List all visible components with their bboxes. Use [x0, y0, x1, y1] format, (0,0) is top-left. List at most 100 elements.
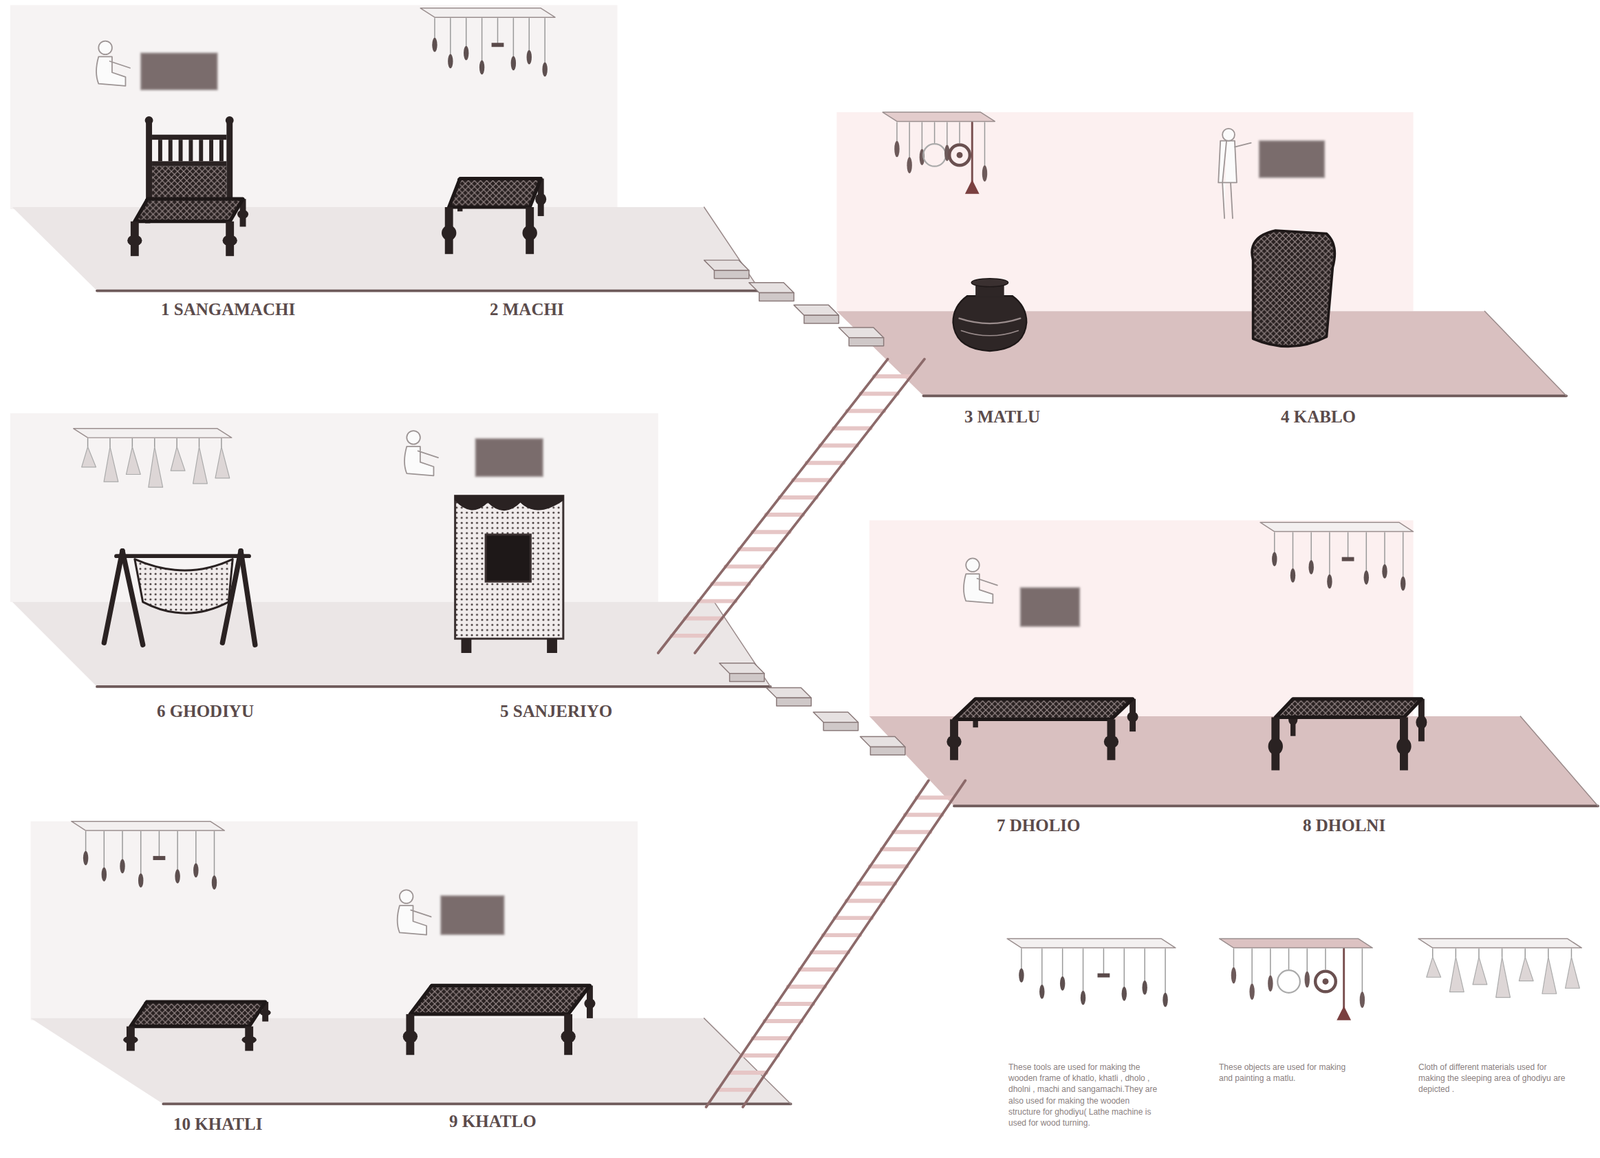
item-label: 9 KHATLO: [449, 1111, 537, 1131]
tool: [431, 37, 437, 53]
hanger: [1020, 948, 1022, 972]
tool: [479, 59, 485, 75]
hanger: [528, 18, 530, 53]
hanger: [1324, 948, 1326, 970]
hanger: [195, 830, 197, 866]
hammer-head: [491, 42, 505, 47]
room: [836, 112, 1567, 396]
cabinet-foot: [546, 638, 558, 653]
leg-bulge: [1415, 715, 1427, 730]
woven-bed: [130, 1001, 266, 1027]
item-label: 2 MACHI: [489, 299, 565, 320]
room-floor: [12, 601, 771, 687]
legend-item: These objects are used for making and pa…: [1218, 1061, 1354, 1084]
stair-tread: [719, 663, 765, 674]
ladder-rung: [846, 898, 884, 903]
video-screen: [1259, 141, 1325, 178]
stairs: [704, 260, 884, 347]
ladder-rung: [766, 512, 803, 517]
hanger: [1478, 948, 1479, 957]
tool: [1308, 559, 1314, 575]
tool: [1326, 574, 1332, 589]
ladder-rung: [671, 633, 708, 638]
tool: [211, 874, 217, 890]
rack-top: [1007, 938, 1176, 948]
tool: [1231, 967, 1237, 984]
hanger: [544, 18, 545, 66]
room-wall: [869, 520, 1414, 717]
cloth-piece: [103, 446, 119, 482]
rack-top: [1418, 938, 1582, 948]
hanger: [1455, 948, 1457, 957]
brush-head: [965, 179, 980, 194]
stair-tread: [793, 304, 839, 316]
brush-head: [1336, 1005, 1351, 1021]
floor-edge: [923, 394, 1567, 397]
ladder-rung: [819, 443, 857, 448]
tool: [1080, 990, 1086, 1005]
cradle-cloth: [134, 559, 233, 614]
stair-riser: [729, 673, 765, 682]
stair-tread: [749, 282, 794, 294]
hanger: [121, 830, 123, 862]
tool: [193, 862, 199, 878]
floor-side: [1484, 310, 1567, 396]
artisan-body: [1218, 141, 1251, 219]
sanjeriyo-cabinet: [455, 495, 564, 653]
legend-text: These tools are used for making the wood…: [1008, 1061, 1164, 1129]
rack-top: [1260, 522, 1414, 532]
ladder-rung: [860, 391, 897, 396]
room-floor: [836, 310, 1567, 396]
hanger: [921, 122, 923, 153]
leg-bulge: [1396, 737, 1411, 755]
cot: [403, 985, 596, 1055]
ladder-rung: [739, 546, 776, 551]
ladder-rung: [811, 949, 849, 955]
item-label: 6 GHODIYU: [156, 701, 254, 721]
leg-bulge: [403, 1029, 418, 1043]
hammer-head: [1342, 557, 1355, 562]
hanger: [109, 438, 111, 448]
stair-riser: [848, 337, 884, 347]
ladder-rung: [835, 915, 872, 920]
cloth-piece: [1542, 956, 1557, 994]
hanger: [176, 830, 178, 872]
stair-riser: [870, 746, 905, 755]
pot-band: [958, 318, 1021, 324]
ladder-rung: [793, 478, 830, 483]
spindle: [178, 139, 183, 161]
tool: [1060, 976, 1065, 991]
legend-text: These objects are used for making and pa…: [1218, 1061, 1354, 1084]
rack-top: [71, 821, 225, 831]
hanger: [140, 830, 142, 876]
woven-back: [152, 166, 227, 199]
hanger: [1524, 948, 1526, 957]
hanger: [1269, 948, 1271, 979]
tool-rack: [420, 8, 556, 77]
hanger: [1082, 948, 1084, 994]
tool: [542, 61, 547, 77]
tool: [1381, 564, 1387, 579]
stairs: [719, 663, 906, 755]
hanger: [1501, 948, 1503, 957]
hanger: [85, 830, 86, 854]
ladder-rung: [718, 1087, 755, 1092]
ladder-rung: [685, 616, 722, 621]
cloth-piece: [215, 446, 230, 478]
leg-bulge: [560, 1029, 576, 1043]
ladder-rung: [916, 795, 954, 800]
spindle: [188, 139, 193, 161]
floor-edge: [96, 685, 771, 688]
tool-rack: [71, 821, 225, 890]
spindle: [198, 139, 203, 161]
artisan-sketch: [96, 41, 131, 86]
tool: [906, 156, 912, 174]
tool-rack: [1219, 938, 1374, 1021]
hanger: [103, 830, 105, 870]
ladder-rung: [881, 846, 919, 851]
ring-core: [1322, 978, 1329, 985]
hanger: [958, 122, 960, 144]
tool: [1290, 568, 1296, 583]
hanger: [1361, 948, 1363, 996]
